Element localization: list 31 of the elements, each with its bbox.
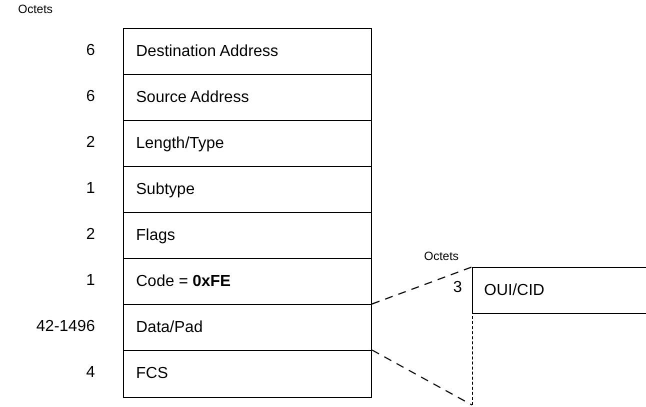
octet-count: 6 [85,41,95,61]
field-box [123,304,372,352]
column-heading: Octets [18,2,53,16]
dashed-line [372,349,472,406]
octet-count: 2 [85,133,95,153]
field-name: Subtype [136,180,195,200]
field-name: FCS [136,364,168,384]
octet-count: 3 [452,278,462,298]
field-box [123,212,372,260]
octet-count: 1 [85,179,95,199]
field-name: OUI/CID [484,280,544,300]
field-name: Flags [136,226,176,246]
field-box [123,120,372,168]
field-name: Source Address [136,88,249,108]
dashed-line [372,266,472,305]
octet-count: 6 [85,87,95,107]
field-box [123,258,372,306]
field-name: Code = 0xFE [136,272,231,292]
field-name: Destination Address [136,42,278,62]
octet-count: 42-1496 [35,317,95,337]
octet-count: 1 [85,271,95,291]
field-box [123,74,372,122]
field-box [123,350,372,398]
octet-count: 2 [85,225,95,245]
field-box [123,166,372,214]
field-name: Length/Type [136,134,224,154]
field-box [123,28,372,76]
field-box [472,267,646,405]
field-name: Data/Pad [136,318,203,338]
column-heading: Octets [424,249,459,263]
octet-count: 4 [85,363,95,383]
